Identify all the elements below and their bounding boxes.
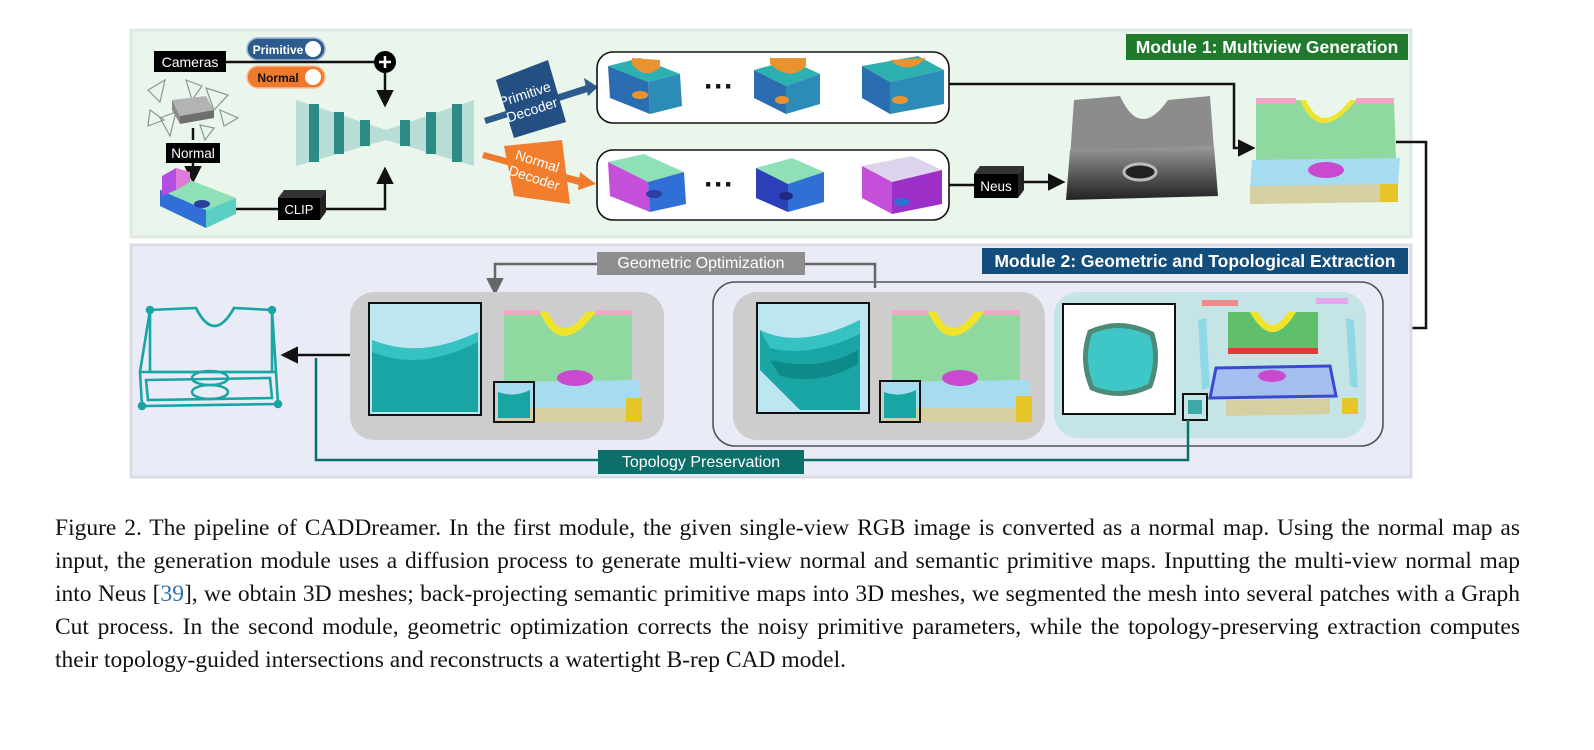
svg-text:Normal: Normal [257, 71, 298, 85]
neus-mesh [1066, 96, 1218, 200]
normal-tag: Normal [166, 143, 220, 163]
primitive-views: ··· [596, 51, 950, 124]
module-2-title: Module 2: Geometric and Topological Extr… [994, 251, 1395, 271]
camera-frustums-icon [147, 78, 240, 142]
segmented-mesh [1250, 98, 1400, 204]
unet-diffusion [296, 100, 474, 166]
patch-segmentation-panel [1054, 292, 1366, 438]
neus-box: Neus [974, 166, 1024, 198]
primitive-view-3 [862, 56, 944, 114]
optimized-result-panel [350, 292, 664, 440]
svg-text:Primitive: Primitive [253, 43, 304, 57]
noisy-result-panel [733, 292, 1045, 440]
clip-box: CLIP [278, 190, 326, 220]
svg-text:Geometric Optimization: Geometric Optimization [617, 255, 784, 272]
primitive-decoder: Primitive Decoder [484, 60, 598, 138]
normal-toggle: Normal [246, 65, 326, 89]
plus-icon [374, 51, 396, 73]
brep-wireframe [137, 305, 283, 411]
svg-text:···: ··· [704, 70, 734, 103]
svg-text:Topology Preservation: Topology Preservation [622, 454, 780, 471]
normal-view-1 [608, 154, 686, 212]
cameras-tag: Cameras [154, 51, 226, 72]
topology-label: Topology Preservation [598, 450, 804, 474]
normal-decoder: Normal Decoder [482, 140, 596, 204]
input-normal-map [160, 168, 236, 228]
geo-opt-label: Geometric Optimization [597, 252, 805, 275]
module-1-title: Module 1: Multiview Generation [1136, 37, 1399, 57]
svg-text:···: ··· [704, 168, 734, 201]
input-object-gray [172, 96, 214, 124]
primitive-view-1 [608, 58, 682, 114]
figure-caption: Figure 2. The pipeline of CADDreamer. In… [55, 515, 1520, 673]
svg-text:Cameras: Cameras [162, 54, 219, 70]
svg-text:Neus: Neus [980, 179, 1012, 194]
normal-view-3 [862, 156, 942, 214]
svg-text:Normal: Normal [171, 146, 215, 161]
svg-text:CLIP: CLIP [285, 202, 314, 217]
pipeline-figure: Module 1: Multiview Generation Cameras P… [129, 28, 1428, 479]
primitive-view-2 [754, 58, 820, 114]
normal-view-2 [756, 158, 824, 212]
citation-link[interactable]: 39 [160, 581, 184, 607]
normal-views: ··· [596, 149, 950, 221]
primitive-toggle: Primitive [246, 37, 326, 61]
